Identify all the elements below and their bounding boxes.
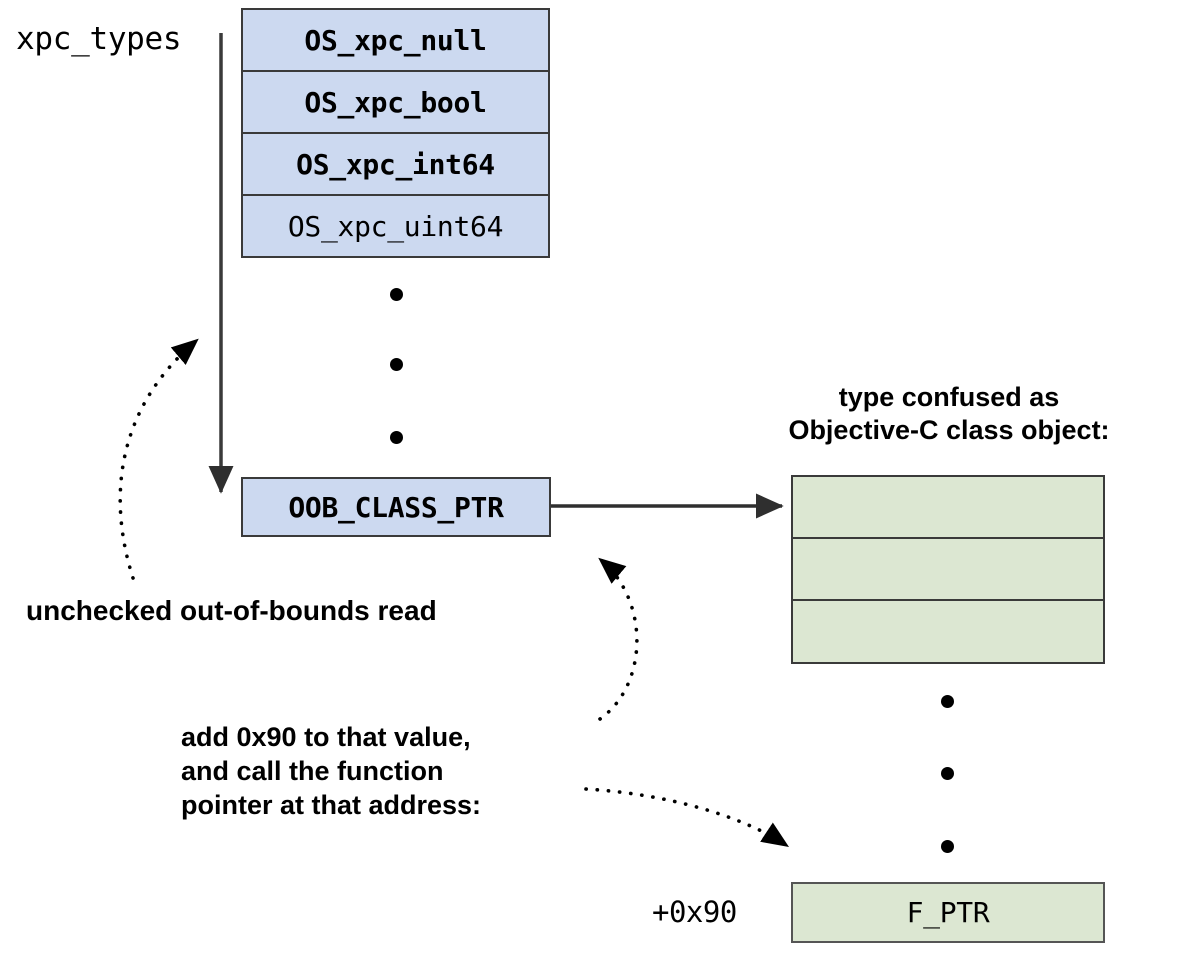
offset-label: +0x90 (652, 895, 737, 929)
add-offset-caption-line-2: and call the function (181, 756, 444, 786)
table-row: OS_xpc_int64 (243, 134, 548, 196)
class-object-cell (793, 601, 1103, 662)
add-offset-callout-arrow (598, 557, 639, 721)
table-row: OS_xpc_null (243, 10, 548, 72)
xpc-types-table: OS_xpc_null OS_xpc_bool OS_xpc_int64 OS_… (241, 8, 550, 258)
class-object-caption-line-1: type confused as (838, 382, 1060, 412)
class-object-cell (793, 539, 1103, 601)
f-ptr-callout-arrow (584, 787, 790, 847)
oob-read-callout-arrow (118, 338, 199, 580)
class-object-cell (793, 477, 1103, 539)
add-offset-caption-line-1: add 0x90 to that value, (181, 722, 471, 752)
oob-read-caption: unchecked out-of-bounds read (26, 595, 437, 626)
oob-class-ptr-box: OOB_CLASS_PTR (241, 477, 551, 537)
add-offset-caption: add 0x90 to that value, and call the fun… (181, 720, 481, 822)
class-object-caption-line-2: Objective-C class object: (788, 415, 1110, 445)
table-row: OS_xpc_bool (243, 72, 548, 134)
add-offset-caption-line-3: pointer at that address: (181, 790, 482, 820)
ellipsis-dot-left-2 (390, 358, 403, 371)
xpc-types-array-label: xpc_types (16, 21, 182, 57)
ellipsis-dot-right-2 (941, 767, 954, 780)
table-row: OS_xpc_uint64 (243, 196, 548, 256)
objc-class-object-box (791, 475, 1105, 664)
class-object-caption: type confused as Objective-C class objec… (756, 381, 1142, 447)
f-ptr-box: F_PTR (791, 882, 1105, 943)
ellipsis-dot-right-1 (941, 695, 954, 708)
ellipsis-dot-left-3 (390, 431, 403, 444)
ellipsis-dot-left-1 (390, 288, 403, 301)
ellipsis-dot-right-3 (941, 840, 954, 853)
